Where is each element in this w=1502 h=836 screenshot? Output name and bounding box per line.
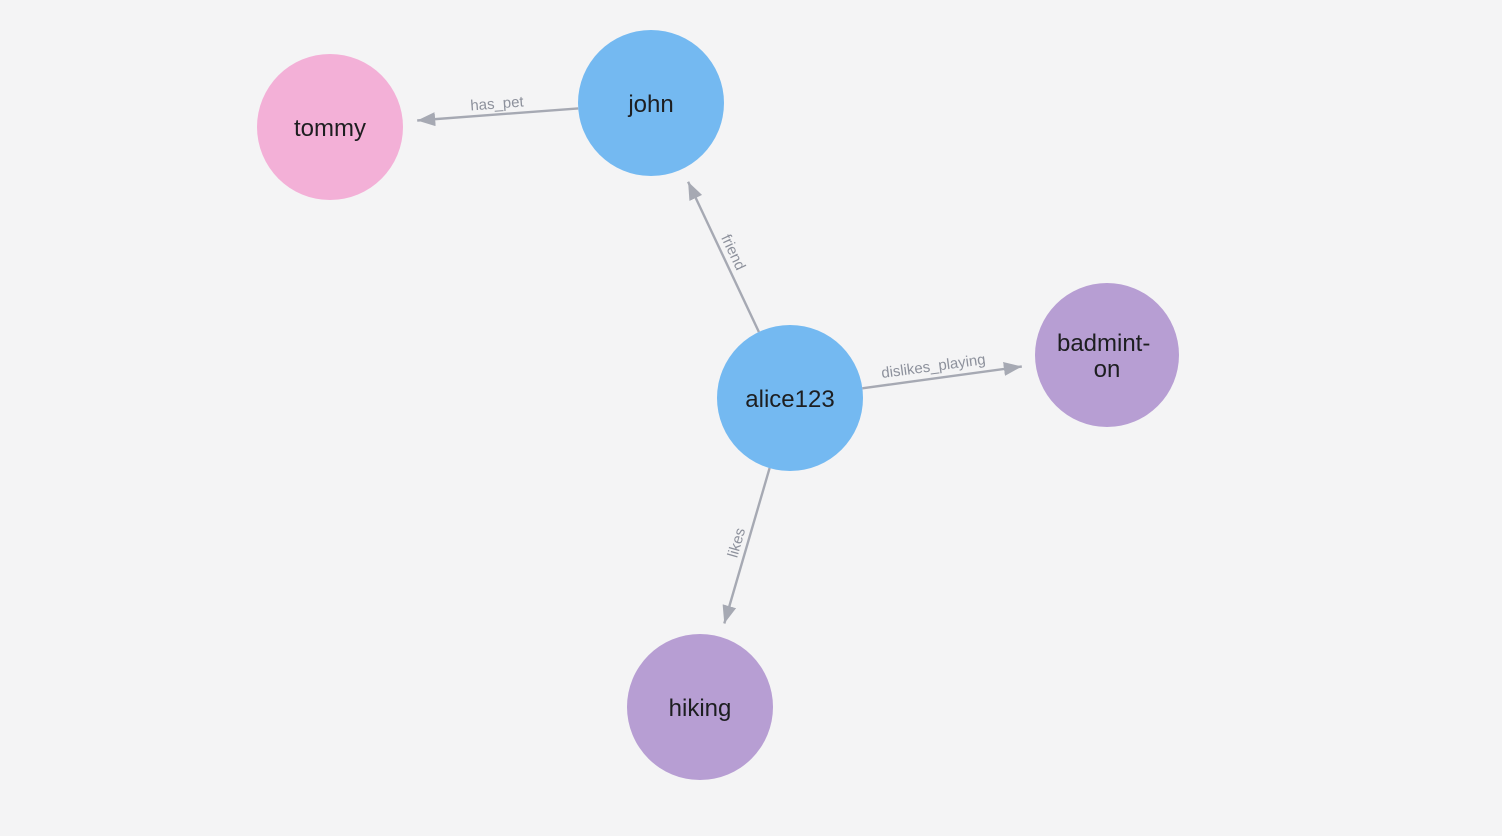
- node-circle-john: [578, 30, 724, 176]
- node-tommy[interactable]: tommy: [257, 54, 403, 200]
- node-label-john: john: [627, 91, 673, 118]
- edge-line-likes: [722, 467, 771, 624]
- edge-line-dislikes-playing: [862, 362, 1022, 390]
- edge-line-friend: [687, 181, 760, 333]
- node-label-badminton-line1: badmint-: [1057, 330, 1150, 357]
- node-circle-tommy: [257, 54, 403, 200]
- node-circle-alice123: [717, 325, 863, 471]
- node-label-hiking: hiking: [669, 695, 732, 722]
- node-label-tommy: tommy: [294, 115, 366, 142]
- node-circle-hiking: [627, 634, 773, 780]
- node-circle-badminton: [1035, 283, 1179, 427]
- node-label-badminton-line2: on: [1094, 356, 1121, 383]
- node-hiking[interactable]: hiking: [627, 634, 773, 780]
- node-john[interactable]: john: [578, 30, 724, 176]
- node-label-badminton: badmint- on: [1057, 330, 1157, 383]
- edge-label-has-pet: has_pet: [470, 93, 525, 114]
- node-badminton[interactable]: badmint- on: [1035, 283, 1179, 427]
- edge-line-has-pet: [417, 107, 579, 127]
- node-alice123[interactable]: alice123: [717, 325, 863, 471]
- edge-john-tommy[interactable]: has_pet: [417, 93, 579, 127]
- node-label-alice123: alice123: [745, 386, 834, 413]
